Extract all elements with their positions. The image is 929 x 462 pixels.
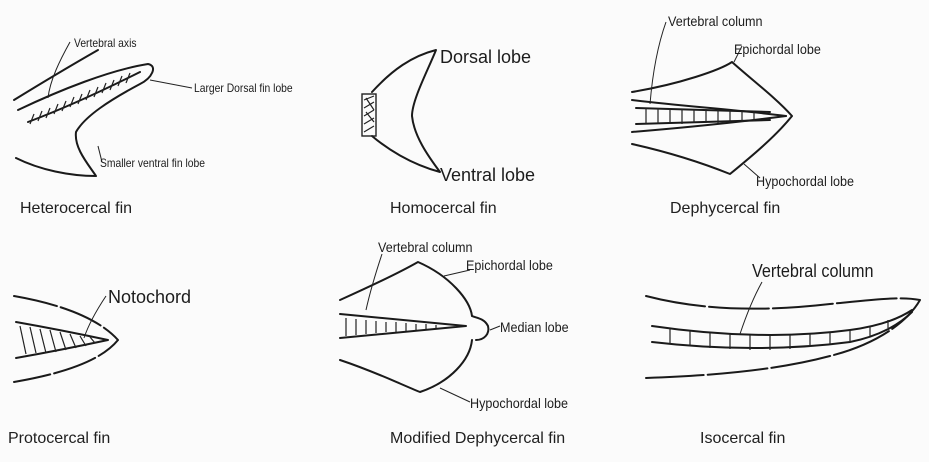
vertebral-column-label-isocercal: Vertebral column — [752, 262, 874, 280]
caption-isocercal: Isocercal fin — [700, 430, 785, 448]
